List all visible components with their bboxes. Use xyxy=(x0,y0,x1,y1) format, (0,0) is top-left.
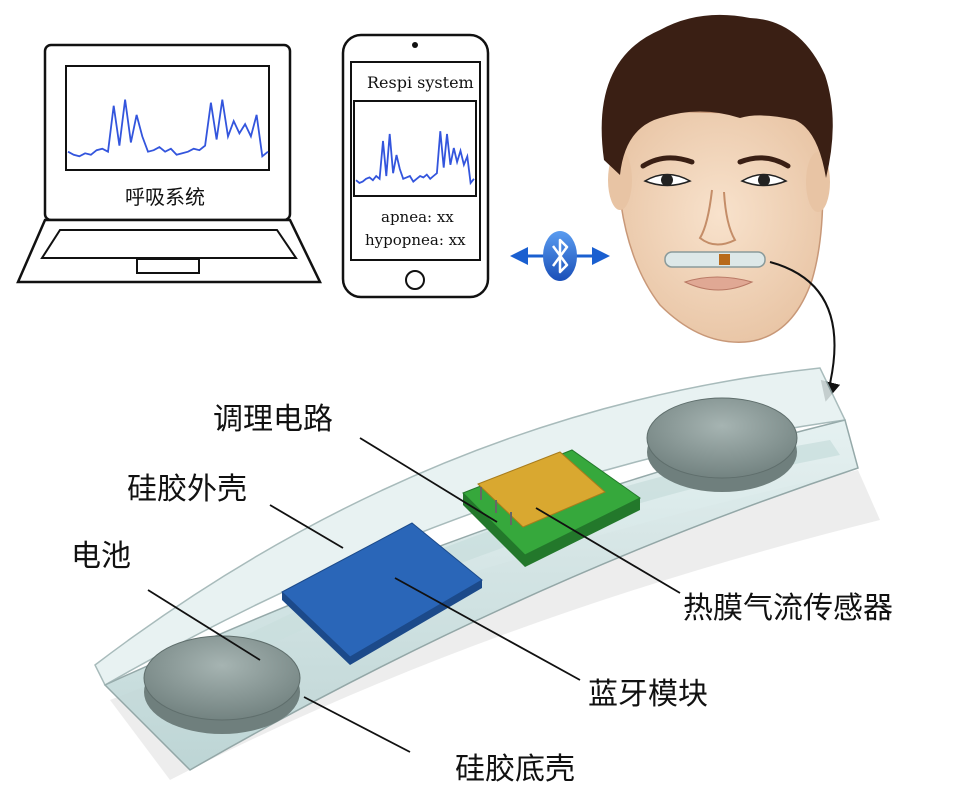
laptop-touchpad xyxy=(136,258,200,274)
phone-camera xyxy=(412,42,418,48)
face-hair xyxy=(601,14,833,178)
phone-hypopnea-label: hypopnea: xx xyxy=(365,231,466,249)
label-sensor: 热膜气流传感器 xyxy=(683,591,893,626)
laptop-screen-plot xyxy=(65,65,270,171)
phone-home-button xyxy=(405,270,425,290)
phone xyxy=(341,33,490,299)
leader-lines xyxy=(147,437,681,753)
laptop-signal-line xyxy=(67,99,269,159)
laptop-caption: 呼吸系统 xyxy=(125,185,205,209)
label-battery: 电池 xyxy=(71,539,131,574)
battery-left-top xyxy=(143,635,301,721)
label-shell-bottom: 硅胶底壳 xyxy=(455,752,575,787)
laptop xyxy=(16,43,322,284)
bluetooth-link xyxy=(510,231,610,281)
leader-shell-bottom xyxy=(303,696,411,753)
leader-bluetooth-module xyxy=(394,577,581,681)
bluetooth-module-top xyxy=(281,522,483,658)
face-worn-sensor xyxy=(664,251,766,268)
phone-apnea-label: apnea: xx xyxy=(381,208,454,226)
face-nose xyxy=(698,189,737,246)
pcb-side xyxy=(463,493,640,567)
face-pupil-right xyxy=(758,174,770,186)
face-illustration xyxy=(601,14,833,343)
sensor-chip xyxy=(477,451,606,528)
zoom-arrow xyxy=(769,261,841,402)
leader-sensor xyxy=(535,507,681,594)
face-lips xyxy=(683,276,754,291)
arrow-right-icon xyxy=(592,247,610,265)
bluetooth-module-side xyxy=(282,580,482,665)
battery-right xyxy=(646,397,798,492)
label-shell-outer: 硅胶外壳 xyxy=(127,472,247,507)
face-brow-right xyxy=(737,155,791,169)
face-worn-sensor-chip xyxy=(719,254,730,265)
bluetooth-module-block xyxy=(281,522,483,665)
leader-circuit xyxy=(359,437,498,523)
battery-left xyxy=(143,635,301,734)
phone-app-title: Respi system xyxy=(367,73,474,92)
label-circuit: 调理电路 xyxy=(213,402,333,437)
bluetooth-rune-icon xyxy=(551,238,569,274)
battery-right-top xyxy=(646,397,798,479)
sensor-board xyxy=(462,449,641,567)
leader-shell-outer xyxy=(269,504,344,549)
face-head xyxy=(616,109,824,343)
arrow-left-icon xyxy=(510,247,528,265)
phone-signal-line xyxy=(355,131,475,186)
laptop-keyboard xyxy=(40,229,298,259)
face-brow-left xyxy=(640,155,695,169)
device-assembly xyxy=(94,367,880,780)
face-pupil-left xyxy=(661,174,673,186)
phone-plot-frame xyxy=(353,100,477,197)
label-bluetooth-module: 蓝牙模块 xyxy=(588,677,708,712)
leader-battery xyxy=(147,589,261,661)
